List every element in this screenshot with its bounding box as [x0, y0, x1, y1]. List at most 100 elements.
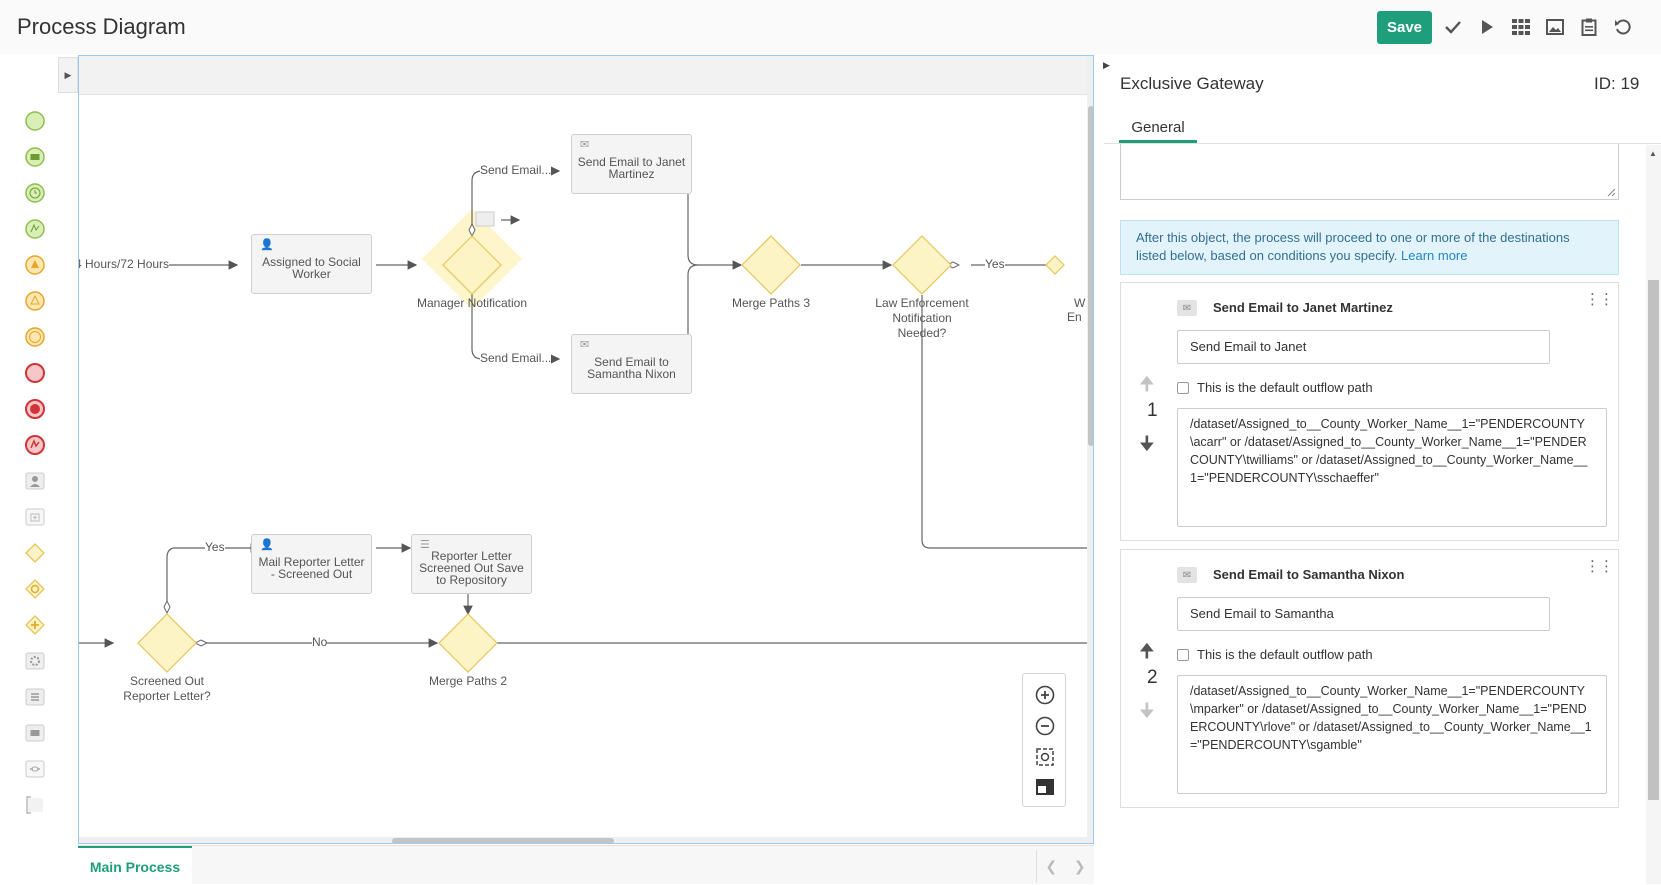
task-label: Mail Reporter Letter - Screened Out: [258, 555, 365, 581]
task-assigned-social-worker[interactable]: 👤 Assigned to Social Worker: [251, 234, 372, 294]
outflow-target: Send Email to Samantha Nixon: [1213, 567, 1405, 582]
palette-conditional-event-icon[interactable]: [24, 290, 46, 312]
info-message: After this object, the process will proc…: [1120, 220, 1619, 275]
info-text: After this object, the process will proc…: [1136, 230, 1570, 263]
condition-expression[interactable]: /dataset/Assigned_to__County_Worker_Name…: [1177, 408, 1607, 527]
palette-send-task-icon[interactable]: [24, 722, 46, 744]
gateway-label: Merge Paths 2: [428, 674, 508, 688]
gateway-merge3: [741, 235, 801, 295]
task-reporter-letter-save[interactable]: ☰ Reporter Letter Screened Out Save to R…: [411, 534, 532, 594]
panel-scrollbar[interactable]: ▲: [1646, 145, 1661, 884]
palette-timer-start-event-icon[interactable]: [24, 182, 46, 204]
edge-label-send-email-2: Send Email...: [480, 351, 552, 366]
edge-label-no: No: [312, 635, 328, 650]
task-label: Send Email to Samantha Nixon: [587, 355, 676, 381]
outflow-name-input[interactable]: Send Email to Samantha: [1177, 597, 1550, 631]
checkbox-label: This is the default outflow path: [1197, 647, 1373, 662]
drag-handle-icon[interactable]: ⋮⋮: [1585, 291, 1614, 308]
undo-icon[interactable]: [1611, 15, 1635, 39]
diagram-edges: [79, 166, 1087, 673]
truncated-label: En: [1067, 310, 1082, 324]
panel-collapse-icon[interactable]: ▶: [1103, 60, 1110, 70]
outflow-name-input[interactable]: Send Email to Janet: [1177, 330, 1550, 364]
palette-service-task-icon[interactable]: [24, 650, 46, 672]
palette-message-start-event-icon[interactable]: [24, 146, 46, 168]
canvas-vertical-scrollbar[interactable]: [1087, 56, 1093, 843]
palette-start-event-icon[interactable]: [24, 110, 46, 132]
scroll-thumb[interactable]: [1088, 106, 1093, 446]
gateway-label: Law Enforcement Notification Needed?: [875, 296, 969, 340]
palette-terminate-end-event-icon[interactable]: [24, 398, 46, 420]
palette-error-end-event-icon[interactable]: [24, 434, 46, 456]
outflow-order: 1: [1147, 400, 1158, 421]
palette-signal-start-event-icon[interactable]: [24, 218, 46, 240]
play-icon[interactable]: [1475, 15, 1499, 39]
palette-toggle[interactable]: ▶: [58, 57, 78, 93]
clipboard-icon[interactable]: [1577, 15, 1601, 39]
zoom-in-icon[interactable]: [1034, 684, 1056, 706]
gateway-law: [892, 235, 952, 295]
element-id: ID: 19: [1594, 74, 1640, 93]
palette-script-task-icon[interactable]: [24, 686, 46, 708]
checkbox[interactable]: [1177, 648, 1189, 661]
grid-icon[interactable]: [1509, 15, 1533, 39]
annotation-marker: [475, 211, 495, 227]
user-task-icon: 👤: [260, 239, 274, 251]
default-outflow-checkbox[interactable]: This is the default outflow path: [1177, 380, 1373, 395]
condition-expression[interactable]: /dataset/Assigned_to__County_Worker_Name…: [1177, 675, 1607, 794]
chevron-right-icon[interactable]: ❯: [1073, 857, 1086, 874]
zoom-controls: [1022, 673, 1066, 807]
minimap-icon[interactable]: [1034, 776, 1056, 798]
image-icon[interactable]: [1543, 15, 1567, 39]
move-up-icon[interactable]: 🠉: [1139, 374, 1155, 395]
tab-general[interactable]: General: [1119, 113, 1197, 143]
gateway-label: Screened Out Reporter Letter?: [123, 674, 211, 703]
task-send-email-janet[interactable]: ✉ Send Email to Janet Martinez: [571, 134, 692, 194]
edge-label-yes: Yes: [985, 257, 1005, 272]
palette-parallel-gateway-icon[interactable]: [24, 614, 46, 636]
task-mail-reporter-letter[interactable]: 👤 Mail Reporter Letter - Screened Out: [251, 534, 372, 594]
envelope-icon: ✉: [1177, 567, 1197, 583]
palette-escalation-event-icon[interactable]: [24, 254, 46, 276]
gateway-merge2: [438, 613, 498, 673]
truncated-label: W: [1074, 296, 1086, 310]
checkbox[interactable]: [1177, 381, 1189, 394]
panel-title: Exclusive Gateway: [1120, 74, 1264, 93]
drag-handle-icon[interactable]: ⋮⋮: [1585, 558, 1614, 575]
scroll-thumb[interactable]: [392, 838, 614, 843]
tab-main-process[interactable]: Main Process: [78, 846, 192, 885]
task-send-email-samantha[interactable]: ✉ Send Email to Samantha Nixon: [571, 334, 692, 394]
palette-subprocess-icon[interactable]: [24, 506, 46, 528]
palette-link-icon[interactable]: [24, 758, 46, 780]
default-outflow-checkbox[interactable]: This is the default outflow path: [1177, 647, 1373, 662]
palette-annotation-icon[interactable]: [24, 794, 46, 816]
diagram-canvas[interactable]: 4 Hours/72 Hours Send Email... Send Emai…: [78, 55, 1094, 844]
outflow-order: 2: [1147, 667, 1158, 688]
task-label: Send Email to Janet Martinez: [577, 155, 686, 181]
zoom-out-icon[interactable]: [1034, 715, 1056, 737]
move-up-icon[interactable]: 🠉: [1139, 641, 1155, 662]
scroll-up-icon[interactable]: ▲: [1649, 149, 1657, 158]
gateway-label: Merge Paths 3: [731, 296, 811, 310]
chevron-left-icon[interactable]: ❮: [1045, 857, 1058, 874]
description-textarea[interactable]: [1120, 144, 1619, 200]
gateway-label: Manager Notification: [416, 296, 528, 310]
palette-user-task-icon[interactable]: [24, 470, 46, 492]
divider: [1104, 143, 1661, 144]
palette-inclusive-gateway-icon[interactable]: [24, 578, 46, 600]
save-button[interactable]: Save: [1377, 11, 1432, 44]
outflow-card: ✉ Send Email to Janet Martinez ⋮⋮ Send E…: [1120, 282, 1619, 541]
palette-exclusive-gateway-icon[interactable]: [24, 542, 46, 564]
move-down-icon[interactable]: 🠋: [1139, 701, 1155, 722]
outflow-target: Send Email to Janet Martinez: [1213, 300, 1393, 315]
move-down-icon[interactable]: 🠋: [1139, 434, 1155, 455]
check-icon[interactable]: [1441, 15, 1465, 39]
scroll-thumb[interactable]: [1648, 280, 1659, 800]
learn-more-link[interactable]: Learn more: [1401, 248, 1468, 263]
canvas-horizontal-scrollbar[interactable]: [79, 837, 1087, 843]
palette-timer-event-icon[interactable]: [24, 326, 46, 348]
palette-end-event-icon[interactable]: [24, 362, 46, 384]
resize-handle-icon[interactable]: [1607, 188, 1616, 197]
task-label: Assigned to Social Worker: [262, 255, 361, 281]
fit-icon[interactable]: [1034, 746, 1056, 768]
